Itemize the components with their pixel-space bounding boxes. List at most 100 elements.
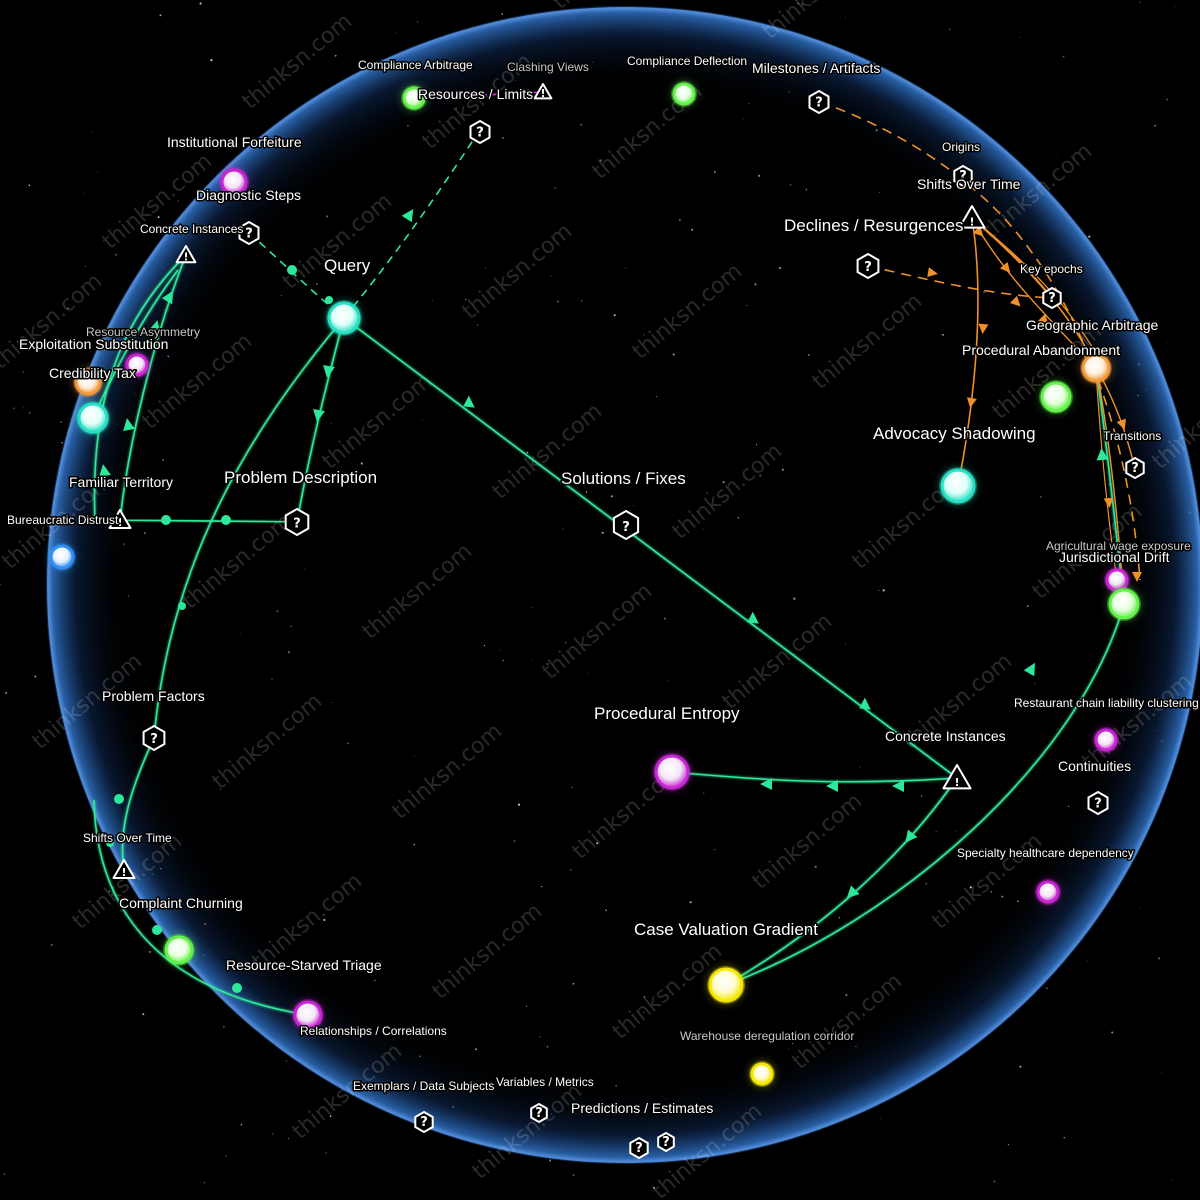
- hex-node-problem-description[interactable]: ?: [284, 507, 310, 537]
- node-sphere: [1108, 588, 1140, 620]
- star: [1165, 98, 1169, 101]
- hex-node-solutions-fixes[interactable]: ?: [612, 509, 640, 541]
- edge-shifts-to-advocacy[interactable]: [957, 217, 979, 487]
- node-procedural-abandonment[interactable]: [1080, 352, 1112, 384]
- warning-triangle-icon: [942, 764, 972, 790]
- node-sphere: [750, 1062, 774, 1086]
- hex-node-transitions[interactable]: ?: [1125, 456, 1145, 480]
- label-shifts-over-time-top: Shifts Over Time: [917, 176, 1021, 192]
- junction-dot: [161, 515, 171, 525]
- node-resource-asymmetry[interactable]: [124, 352, 150, 378]
- node-sphere: [164, 935, 194, 965]
- triangle-node-clashing-views[interactable]: !: [533, 83, 553, 100]
- edge-milestones-orange[interactable]: [819, 101, 1141, 581]
- star: [67, 307, 69, 309]
- hex-node-continuities[interactable]: ?: [1087, 790, 1109, 816]
- node-compliance-deflection[interactable]: [671, 81, 697, 107]
- exclamation-icon: !: [183, 251, 188, 264]
- hex-node-problem-factors[interactable]: ?: [142, 724, 166, 752]
- edge-problem-factors-to-shifts[interactable]: [121, 737, 155, 871]
- arrowhead: [1023, 662, 1035, 677]
- arrowhead: [463, 395, 475, 408]
- edge-problem-description-to-bureaucratic-distrust[interactable]: [119, 519, 298, 523]
- node-advocacy-shadowing[interactable]: [939, 467, 977, 505]
- node-warehouse-deregulation[interactable]: [749, 1061, 775, 1087]
- node-query[interactable]: [326, 300, 362, 336]
- label-credibility-tax: Credibility Tax: [49, 365, 136, 381]
- node-sphere: [327, 301, 361, 335]
- star: [1062, 55, 1065, 58]
- star: [329, 1115, 332, 1118]
- edge-right-arc[interactable]: [725, 603, 1125, 986]
- node-exploitation-substitution[interactable]: [76, 401, 110, 435]
- star: [396, 32, 398, 34]
- node-procedural-entropy[interactable]: [653, 753, 691, 791]
- warning-triangle-icon: [958, 205, 986, 229]
- triangle-node-concrete-instances-top[interactable]: !: [175, 245, 197, 264]
- node-geographic-arbitrage[interactable]: [1039, 380, 1073, 414]
- hexagon-icon: [142, 724, 166, 752]
- edge-left-arc-upper-1[interactable]: [93, 254, 187, 521]
- hex-node-key-epochs[interactable]: ?: [1042, 286, 1062, 310]
- label-diagnostic-steps: Diagnostic Steps: [196, 187, 301, 203]
- watermark-text: thinksn.com: [0, 269, 107, 375]
- node-complaint-churning[interactable]: [163, 934, 195, 966]
- edge-left-arc-lower[interactable]: [93, 799, 309, 1016]
- hex-node-variables[interactable]: ?: [530, 1102, 548, 1124]
- edge-left-arc-upper-2[interactable]: [119, 254, 187, 521]
- star: [1111, 1031, 1114, 1034]
- node-resource-starved-triage[interactable]: [292, 999, 324, 1031]
- node-institutional-forfeiture[interactable]: [219, 167, 249, 197]
- triangle-node-shifts-over-time-top[interactable]: !: [958, 205, 986, 229]
- hex-node-resources-limits[interactable]: ?: [469, 119, 491, 145]
- triangle-node-concrete-instances-main[interactable]: !: [942, 764, 972, 790]
- node-specialty-healthcare[interactable]: [1035, 879, 1061, 905]
- edge-query-to-problem-factors[interactable]: [153, 317, 345, 739]
- hex-node-concrete-instances-top[interactable]: ?: [238, 220, 260, 246]
- circle-node-layer[interactable]: [48, 81, 1141, 1087]
- label-query: Query: [324, 256, 371, 275]
- edge-declines-orange[interactable]: [867, 265, 1053, 299]
- junction-dot: [106, 839, 114, 847]
- node-jurisdictional-drift[interactable]: [1107, 587, 1141, 621]
- node-case-valuation-gradient[interactable]: [707, 966, 745, 1004]
- edge-query-to-concrete-instances[interactable]: [343, 317, 958, 779]
- hex-node-origins[interactable]: ?: [953, 164, 973, 188]
- triangle-node-shifts-over-time-left[interactable]: !: [112, 859, 136, 879]
- star: [92, 1056, 93, 1058]
- question-mark-icon: ?: [150, 732, 158, 747]
- junction-dot: [114, 794, 124, 804]
- hex-node-declines[interactable]: ?: [856, 252, 880, 280]
- question-mark-icon: ?: [1131, 461, 1139, 476]
- edge-resources-magenta[interactable]: [413, 91, 546, 99]
- hex-node-predictions-2[interactable]: ?: [657, 1131, 675, 1153]
- star: [141, 227, 143, 229]
- star: [15, 293, 17, 295]
- node-bureaucratic-distrust[interactable]: [48, 543, 76, 571]
- triangle-node-bureaucratic-distrust[interactable]: !: [108, 509, 132, 529]
- node-compliance-arbitrage[interactable]: [401, 85, 427, 111]
- hex-node-layer[interactable]: ???????????????: [142, 89, 1145, 1160]
- sphere-boundary: [47, 7, 1200, 1163]
- edge-concrete-instances-to-procedural-entropy[interactable]: [671, 771, 958, 783]
- edge-shifts-to-procedural-2[interactable]: [971, 217, 1091, 363]
- edge-query-to-resources-dashed[interactable]: [343, 129, 481, 319]
- hex-node-exemplars[interactable]: ?: [414, 1110, 434, 1134]
- node-credibility-tax[interactable]: [73, 367, 103, 397]
- hex-node-predictions-1[interactable]: ?: [629, 1136, 649, 1160]
- hexagon-icon: [1087, 790, 1109, 816]
- label-procedural-abandonment: Procedural Abandonment: [962, 342, 1120, 358]
- star: [28, 184, 31, 187]
- star: [993, 1180, 996, 1183]
- edge-procedural-to-drift-2[interactable]: [1095, 367, 1118, 581]
- label-transitions: Transitions: [1103, 429, 1161, 443]
- star: [319, 1147, 321, 1149]
- label-origins: Origins: [942, 140, 980, 154]
- node-restaurant-chain[interactable]: [1093, 727, 1119, 753]
- star: [240, 1123, 243, 1126]
- arrowhead: [760, 778, 772, 790]
- hex-node-milestones[interactable]: ?: [808, 89, 830, 115]
- label-declines-resurgences: Declines / Resurgences: [784, 216, 964, 235]
- triangle-node-layer[interactable]: !!!!!!: [108, 83, 986, 879]
